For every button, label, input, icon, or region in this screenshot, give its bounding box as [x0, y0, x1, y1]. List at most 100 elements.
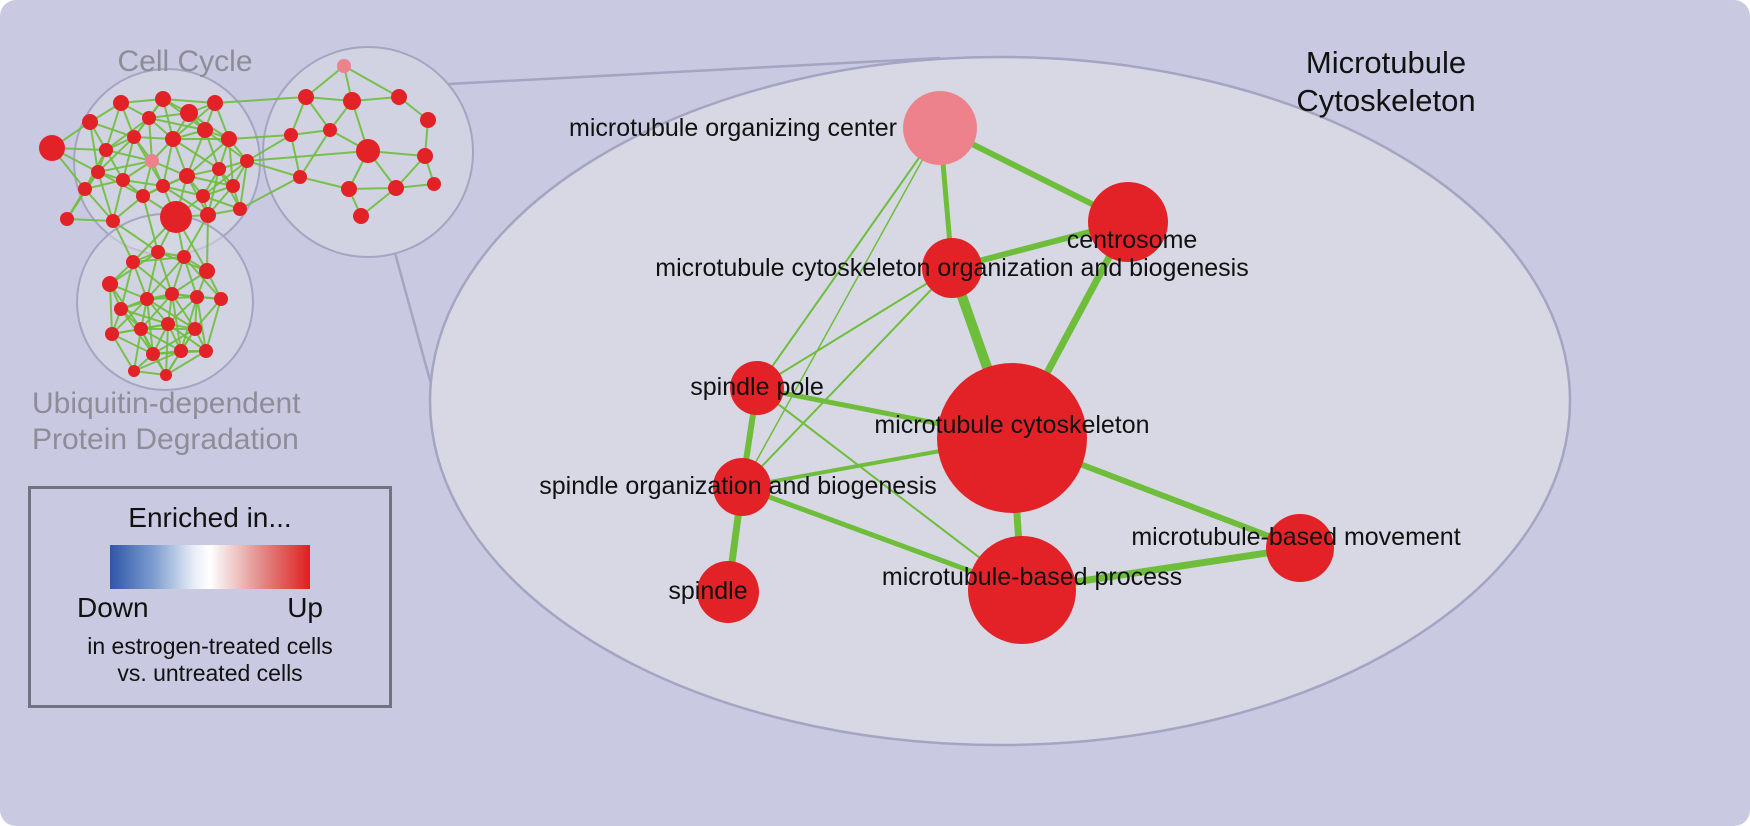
overview-edge: [171, 293, 182, 352]
overview-node: [145, 154, 159, 168]
overview-edge: [186, 129, 206, 177]
overview-node: [284, 128, 298, 142]
overview-edge: [120, 261, 134, 310]
legend-gradient-bar: [110, 545, 310, 589]
overview-node: [102, 276, 118, 292]
zoom-edge-mcob-spindle_org: [741, 267, 953, 488]
overview-edge: [112, 220, 134, 263]
legend-title: Enriched in...: [128, 502, 292, 533]
overview-node: [199, 344, 213, 358]
ubiquitin-label-line2: Protein Degradation: [32, 423, 299, 456]
overview-node: [179, 168, 195, 184]
overview-edge: [146, 298, 196, 330]
overview-edge: [97, 160, 153, 173]
overview-edge: [205, 298, 222, 352]
legend-down-label: Down: [77, 592, 149, 623]
overview-edge: [167, 323, 207, 352]
zoom-node-label-centrosome: centrosome: [1067, 226, 1198, 254]
microtubule-title-line2: Cytoskeleton: [1296, 83, 1476, 118]
overview-edge: [111, 333, 154, 355]
cell-cycle-label: Cell Cycle: [117, 45, 253, 78]
overview-node: [214, 292, 228, 306]
overview-node: [156, 179, 170, 193]
overview-edge: [206, 214, 209, 272]
overview-node: [99, 143, 113, 157]
overview-node: [116, 173, 130, 187]
overview-node: [212, 162, 226, 176]
zoom-node-label-mbp: microtubule-based process: [882, 563, 1182, 591]
overview-edge: [140, 293, 173, 330]
overview-edge: [122, 136, 135, 181]
overview-node: [323, 123, 337, 137]
overview-edge: [172, 102, 216, 140]
overview-edge: [239, 160, 248, 210]
overview-node: [160, 369, 172, 381]
zoom-node-mbp: [968, 536, 1076, 644]
overview-edge: [112, 220, 159, 253]
zoom-node-label-moc: microtubule organizing center: [569, 114, 897, 142]
overview-edge: [142, 195, 159, 253]
overview-edge: [146, 256, 185, 300]
overview-edge: [305, 65, 345, 98]
overview-node: [341, 181, 357, 197]
magnifier-cone-line: [447, 56, 941, 86]
overview-node: [388, 180, 404, 196]
zoom-edge-moc-spindle_pole: [756, 127, 941, 389]
overview-node: [161, 317, 175, 331]
overview-node: [142, 111, 156, 125]
overview-node: [165, 131, 181, 147]
overview-node: [106, 214, 120, 228]
overview-node: [180, 104, 198, 122]
zoom-node-spindle_pole: [730, 361, 784, 415]
overview-edge: [157, 251, 173, 295]
overview-node: [337, 59, 351, 73]
overview-edge: [239, 176, 301, 210]
legend-subtitle-line2: vs. untreated cells: [117, 660, 303, 686]
overview-edge: [109, 283, 113, 335]
overview-node: [188, 322, 202, 336]
overview-node: [197, 122, 213, 138]
overview-node: [126, 255, 140, 269]
overview-node: [353, 208, 369, 224]
overview-node: [165, 287, 179, 301]
overview-node: [417, 148, 433, 164]
overview-edge: [111, 333, 135, 372]
zoom-edge-mcob-spindle_pole: [756, 267, 953, 389]
overview-edge: [148, 117, 153, 162]
overview-edge: [214, 96, 307, 104]
overview-edge: [105, 117, 150, 151]
overview-node: [105, 327, 119, 341]
overview-node: [200, 207, 216, 223]
overview-edge: [162, 185, 209, 216]
overview-edge: [112, 179, 124, 222]
overview-node: [128, 365, 140, 377]
microtubule-title-line1: Microtubule: [1305, 45, 1467, 80]
overview-node: [160, 201, 192, 233]
overview-node: [233, 202, 247, 216]
overview-node: [82, 114, 98, 130]
zoom-edge-moc-spindle_org: [741, 127, 941, 488]
overview-edge: [246, 160, 301, 178]
overview-node: [60, 212, 74, 226]
overview-node: [177, 250, 191, 264]
ubiquitin-label: Ubiquitin-dependent Protein Degradation: [32, 386, 301, 458]
overview-node: [146, 347, 160, 361]
overview-node: [155, 91, 171, 107]
overview-node: [293, 170, 307, 184]
zoom-node-centrosome: [1088, 182, 1168, 262]
overview-edge: [111, 298, 148, 335]
overview-edge: [165, 350, 207, 376]
overview-edge: [246, 134, 292, 162]
overview-edge: [133, 350, 182, 372]
overview-node: [196, 189, 210, 203]
zoom-node-mbm: [1266, 514, 1334, 582]
zoom-node-spindle_org: [713, 458, 771, 516]
microtubule-cytoskeleton-title: Microtubule Cytoskeleton: [1255, 44, 1517, 120]
overview-edge: [146, 251, 159, 300]
overview-node: [78, 182, 92, 196]
overview-node: [420, 112, 436, 128]
overview-node: [190, 290, 204, 304]
overview-node: [91, 165, 105, 179]
overview-node: [199, 263, 215, 279]
